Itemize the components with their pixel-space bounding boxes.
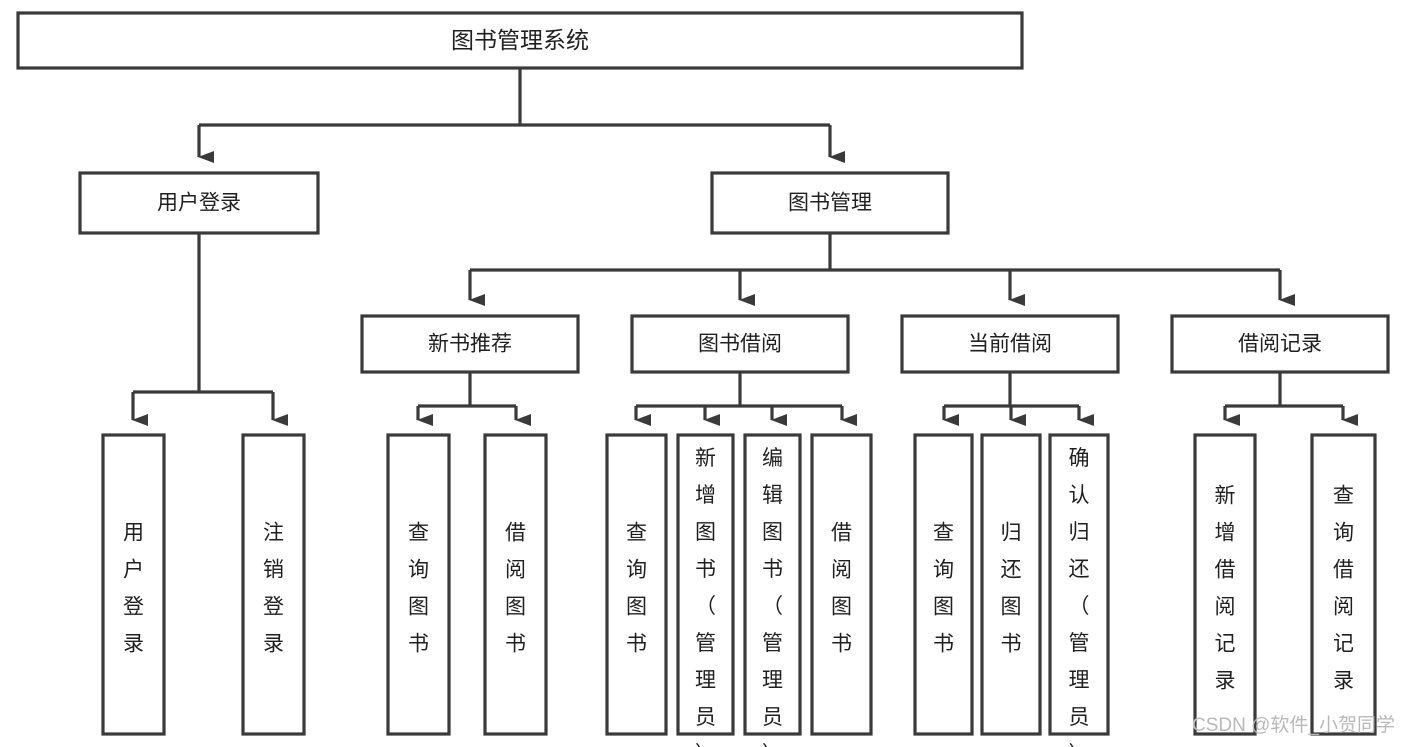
leaf-node[interactable]: 查询图书 bbox=[605, 433, 668, 736]
node-book-manage-label: 图书管理 bbox=[788, 192, 872, 215]
leaf-node[interactable]: 归还图书 bbox=[980, 433, 1042, 736]
leaf-node[interactable]: 编辑图书（管理员） bbox=[743, 433, 802, 747]
leaf-br-add-label: 新增借阅记录 bbox=[1215, 484, 1236, 692]
leaf-br-add-box bbox=[1193, 433, 1257, 736]
leaf-bb-edit-box bbox=[743, 433, 802, 736]
leaf-bb-add-box bbox=[676, 433, 735, 736]
leaf-nbr-query-box bbox=[386, 433, 451, 736]
leaf-bb-edit-label: 编辑图书（管理员） bbox=[762, 447, 783, 747]
leaf-bb-borrow-label: 借阅图书 bbox=[831, 521, 852, 655]
node-borrow-record-label: 借阅记录 bbox=[1238, 333, 1322, 356]
node-book-manage[interactable]: 图书管理 bbox=[710, 171, 950, 235]
node-user-login-label: 用户登录 bbox=[157, 192, 241, 215]
node-book-borrow-label: 图书借阅 bbox=[698, 333, 782, 356]
node-book-borrow-box bbox=[630, 314, 850, 374]
leaf-bb-query-label: 查询图书 bbox=[626, 521, 647, 655]
node-root-system[interactable]: 图书管理系统 bbox=[16, 11, 1024, 70]
leaf-user-login-label: 用户登录 bbox=[123, 521, 144, 655]
leaf-user-login-box bbox=[101, 433, 166, 736]
node-root-system-label: 图书管理系统 bbox=[451, 27, 589, 53]
leaf-node[interactable]: 借阅图书 bbox=[810, 433, 873, 736]
leaf-node[interactable]: 新增图书（管理员） bbox=[676, 433, 735, 747]
node-new-book-recommend[interactable]: 新书推荐 bbox=[360, 314, 580, 374]
leaf-node[interactable]: 用户登录 bbox=[101, 433, 166, 736]
leaf-nbr-borrow-label: 借阅图书 bbox=[505, 521, 526, 655]
leaf-node[interactable]: 新增借阅记录 bbox=[1193, 433, 1257, 736]
leaf-bb-borrow-box bbox=[810, 433, 873, 736]
csdn-watermark: CSDN @软件_小贺同学 bbox=[1192, 714, 1395, 736]
node-user-login[interactable]: 用户登录 bbox=[78, 171, 320, 235]
node-current-borrow[interactable]: 当前借阅 bbox=[900, 314, 1120, 374]
leaf-nbr-query-label: 查询图书 bbox=[408, 521, 429, 655]
node-new-book-recommend-box bbox=[360, 314, 580, 374]
leaf-node-layer: 用户登录 注销登录 查询图书 借阅图书 查询图书 新增图书（管理员） 编辑图书（管理员） 借阅… bbox=[101, 433, 1377, 747]
leaf-nbr-borrow-box bbox=[483, 433, 548, 736]
leaf-user-logout-label: 注销登录 bbox=[263, 521, 284, 655]
leaf-cb-return-box bbox=[980, 433, 1042, 736]
node-book-borrow[interactable]: 图书借阅 bbox=[630, 314, 850, 374]
leaf-bb-query-box bbox=[605, 433, 668, 736]
leaf-cb-query-label: 查询图书 bbox=[933, 521, 954, 655]
node-user-login-box bbox=[78, 171, 320, 235]
node-current-borrow-label: 当前借阅 bbox=[968, 333, 1052, 356]
leaf-cb-query-box bbox=[913, 433, 974, 736]
leaf-cb-confirm-label: 确认归还（管理员） bbox=[1069, 447, 1090, 747]
leaf-user-logout-box bbox=[241, 433, 306, 736]
leaf-br-query-label: 查询借阅记录 bbox=[1333, 484, 1354, 692]
leaf-node[interactable]: 查询图书 bbox=[913, 433, 974, 736]
node-book-manage-box bbox=[710, 171, 950, 235]
leaf-br-query-box bbox=[1310, 433, 1377, 736]
leaf-node[interactable]: 查询借阅记录 bbox=[1310, 433, 1377, 736]
leaf-cb-return-label: 归还图书 bbox=[1001, 521, 1022, 655]
connector-layer bbox=[131, 68, 1358, 426]
node-current-borrow-box bbox=[900, 314, 1120, 374]
leaf-bb-add-label: 新增图书（管理员） bbox=[695, 447, 716, 747]
leaf-cb-confirm-box bbox=[1048, 433, 1110, 736]
node-borrow-record[interactable]: 借阅记录 bbox=[1170, 314, 1390, 374]
leaf-node[interactable]: 注销登录 bbox=[241, 433, 306, 736]
node-root-system-box bbox=[16, 11, 1024, 70]
leaf-node[interactable]: 确认归还（管理员） bbox=[1048, 433, 1110, 747]
leaf-node[interactable]: 查询图书 bbox=[386, 433, 451, 736]
node-new-book-recommend-label: 新书推荐 bbox=[428, 333, 512, 356]
leaf-node[interactable]: 借阅图书 bbox=[483, 433, 548, 736]
node-borrow-record-box bbox=[1170, 314, 1390, 374]
